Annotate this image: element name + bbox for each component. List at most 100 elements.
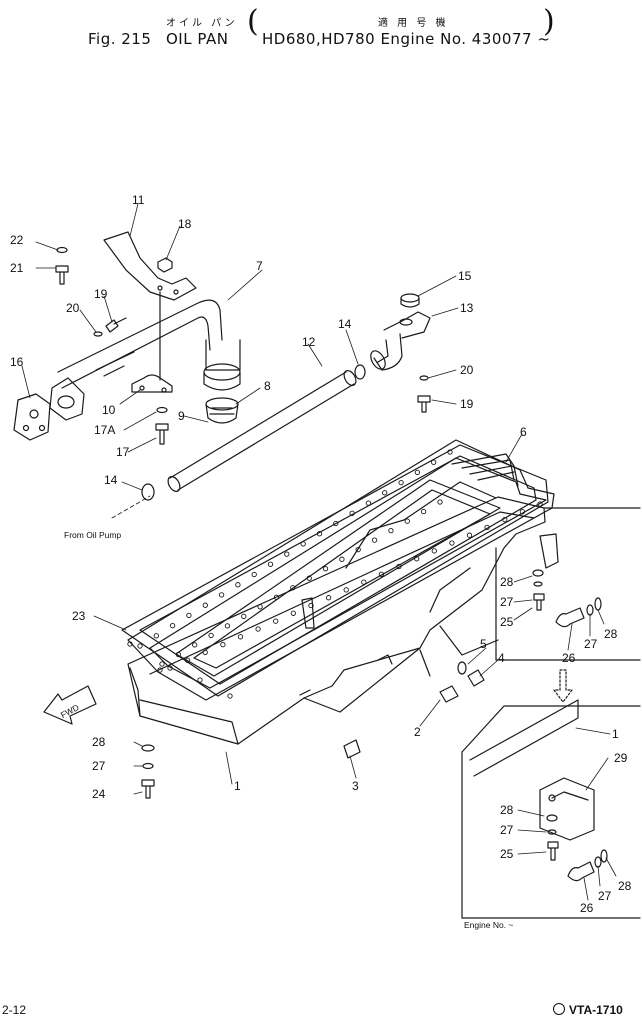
- bolt-hole: [137, 643, 143, 649]
- bolt-hole: [167, 665, 173, 671]
- bolt-hole: [159, 661, 165, 667]
- callout-16: 16: [10, 355, 24, 369]
- bolt-hole: [306, 575, 312, 581]
- callout-28e: 28: [618, 879, 632, 893]
- detail-arrow: [553, 669, 573, 703]
- callout-18: 18: [178, 217, 192, 231]
- callout-22: 22: [10, 233, 24, 247]
- bolt-hole: [186, 612, 192, 619]
- callout-1b: 1: [612, 727, 619, 741]
- callout-19a: 19: [94, 287, 108, 301]
- bolt-hole: [300, 541, 306, 547]
- bolt-hole: [437, 499, 443, 505]
- callout-10: 10: [102, 403, 116, 417]
- bolt-hole: [241, 613, 247, 620]
- bolt-hole: [420, 508, 427, 515]
- o-ring: [354, 364, 366, 380]
- callout-24: 24: [92, 787, 106, 801]
- callout-19b: 19: [460, 397, 474, 411]
- figure-code-text: VTA-1710: [569, 1003, 623, 1017]
- detail-frame-top: [495, 507, 641, 661]
- fwd-label: FWD: [59, 702, 81, 720]
- callout-14a: 14: [104, 473, 118, 487]
- callout-13: 13: [460, 301, 474, 315]
- bolt-hole: [447, 449, 453, 455]
- callout-12: 12: [302, 335, 316, 349]
- bolt-hole: [414, 556, 420, 562]
- bolt-hole: [382, 490, 388, 496]
- forward-arrow-icon: [43, 685, 97, 725]
- cap: [400, 293, 420, 308]
- bolt-hole: [322, 566, 329, 572]
- applicability-text: HD680,HD780 Engine No. 430077 ~: [262, 30, 551, 48]
- figure-number: Fig. 215: [88, 30, 152, 48]
- callout-28a: 28: [92, 735, 106, 749]
- bolt-hole: [339, 556, 345, 562]
- bolt-hole: [414, 469, 421, 476]
- suction-pipe: [57, 299, 241, 391]
- bolt-hole: [192, 642, 198, 648]
- pan-upper-flange: [127, 439, 559, 701]
- callout-8: 8: [264, 379, 271, 393]
- bolt-hole: [290, 610, 296, 616]
- bolt-hole: [398, 479, 404, 486]
- pipe-flange-plate: [13, 393, 51, 441]
- bolt-hole: [349, 510, 355, 516]
- callout-15: 15: [458, 269, 472, 283]
- callout-14b: 14: [338, 317, 352, 331]
- applicability-japanese: 適 用 号 機: [378, 18, 449, 29]
- callout-27a: 27: [92, 759, 106, 773]
- bolt-holes: [127, 449, 543, 699]
- engine-no-label: Engine No. ~: [464, 920, 513, 930]
- callout-29: 29: [614, 751, 628, 765]
- callout-1: 1: [234, 779, 241, 793]
- gasket: [121, 444, 549, 697]
- callout-26a: 26: [562, 651, 576, 665]
- callout-7: 7: [256, 259, 263, 273]
- bolt-hole: [502, 516, 508, 523]
- code-circle-icon: [553, 1003, 565, 1015]
- bolts-and-washers: [55, 246, 602, 799]
- bolt-hole: [224, 623, 231, 629]
- oil-tube: [167, 370, 357, 492]
- callout-28d: 28: [500, 803, 514, 817]
- oil-pan-body: [127, 496, 546, 745]
- bolt-hole: [355, 546, 361, 553]
- bolt-hole: [255, 626, 261, 632]
- bolt-hole: [202, 649, 208, 656]
- bolt-hole: [333, 520, 339, 527]
- bolt-hole: [284, 551, 290, 557]
- callout-27b: 27: [500, 595, 514, 609]
- bolt-hole: [361, 579, 367, 585]
- callout-17a: 17A: [94, 423, 115, 437]
- bolt-hole: [251, 571, 257, 578]
- pipe-end-flange: [49, 377, 85, 421]
- bolt-hole: [153, 633, 159, 639]
- page-number: 2-12: [2, 1003, 27, 1017]
- callout-21: 21: [10, 261, 24, 275]
- bolt-hole: [157, 667, 163, 673]
- bolt-hole: [396, 563, 402, 570]
- strainer: [205, 397, 239, 424]
- close-paren-glyph: ): [543, 4, 555, 39]
- callout-9: 9: [178, 409, 185, 423]
- bolt-hole: [290, 585, 296, 591]
- bolt-hole: [378, 571, 385, 577]
- callouts: 11 18 22 21 7 19 20 16 10 17A 17 8 9 12 …: [10, 193, 632, 930]
- bolt-hole: [169, 622, 176, 629]
- callout-28c: 28: [604, 627, 618, 641]
- bolt-hole: [235, 582, 241, 588]
- elbow-fitting: [370, 311, 431, 371]
- bolt-hole: [175, 651, 182, 658]
- bolt-hole: [371, 537, 378, 543]
- callout-26b: 26: [580, 901, 594, 915]
- bolt-hole: [267, 561, 274, 567]
- bolt-hole: [484, 524, 490, 531]
- o-ring: [141, 483, 155, 501]
- bolt-hole: [257, 604, 263, 610]
- callout-17: 17: [116, 445, 130, 459]
- callout-6: 6: [520, 425, 527, 439]
- bolt-hole: [273, 594, 280, 600]
- bolt-hole: [184, 657, 191, 663]
